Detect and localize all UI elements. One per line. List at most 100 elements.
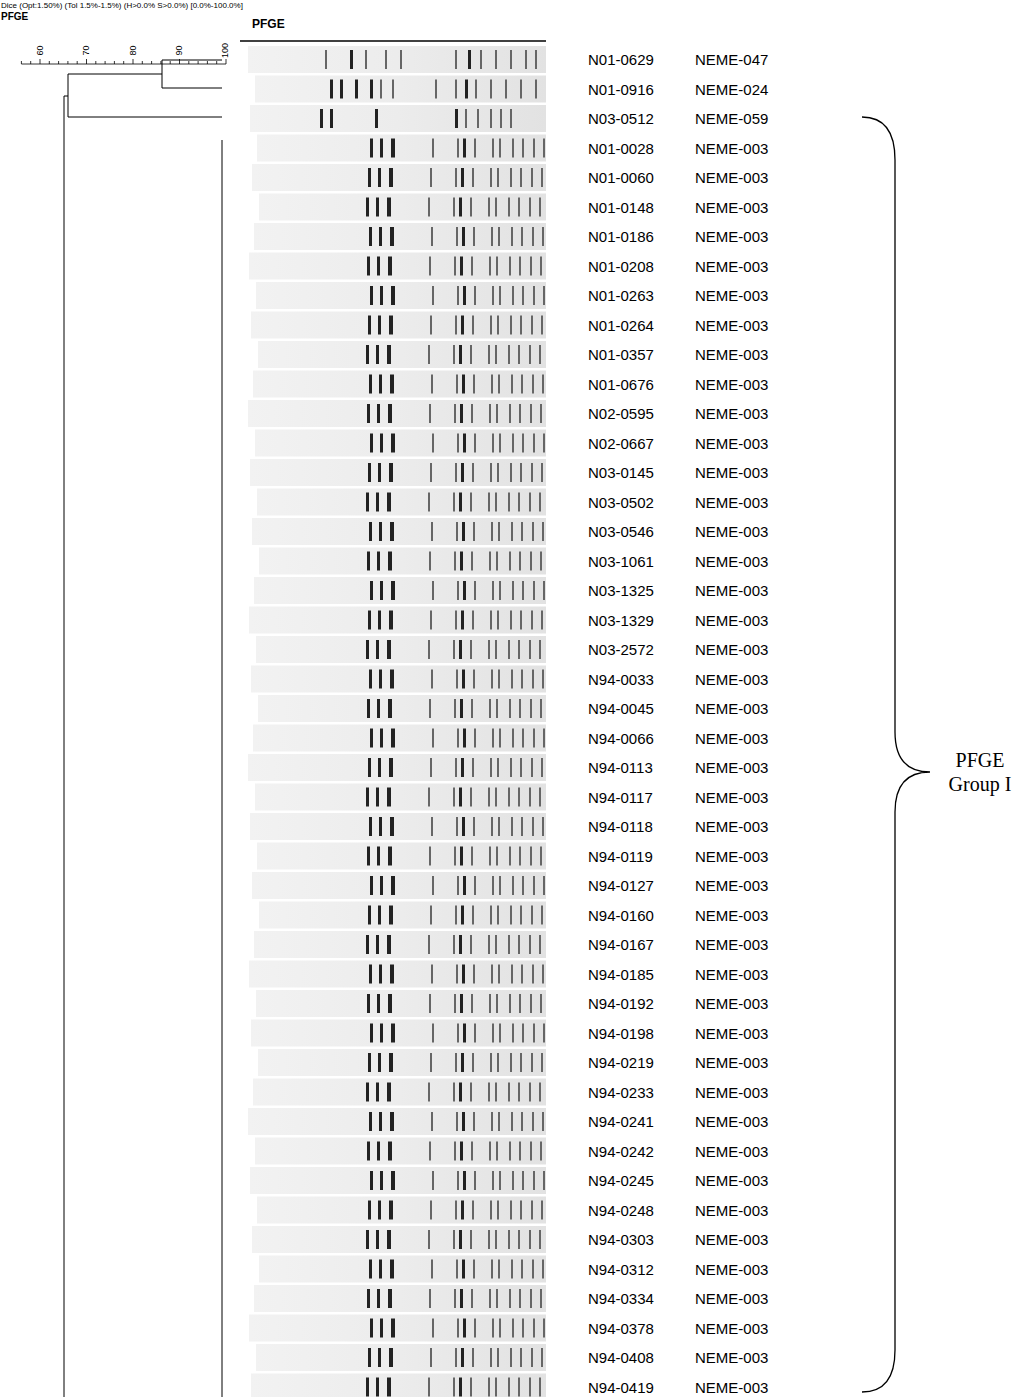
- pattern-code: NEME-003: [695, 1350, 768, 1365]
- group-label: PFGE Group I: [934, 748, 1026, 796]
- pattern-code: NEME-003: [695, 495, 768, 510]
- pattern-code: NEME-003: [695, 1232, 768, 1247]
- gel-lane: [256, 282, 546, 309]
- pattern-code: NEME-003: [695, 819, 768, 834]
- scale-number: 70: [82, 45, 91, 55]
- pattern-code: NEME-003: [695, 908, 768, 923]
- header-rule: [240, 40, 546, 42]
- gel-lane: [250, 459, 546, 486]
- isolate-id: N94-0167: [588, 937, 654, 952]
- isolate-id: N03-0502: [588, 495, 654, 510]
- pattern-code: NEME-003: [695, 760, 768, 775]
- gel-lane: [248, 754, 546, 781]
- isolate-id: N94-0033: [588, 672, 654, 687]
- gel-lane: [248, 400, 546, 427]
- pattern-code: NEME-003: [695, 318, 768, 333]
- pattern-code: NEME-024: [695, 82, 768, 97]
- isolate-id: N01-0264: [588, 318, 654, 333]
- gel-lane: [254, 223, 546, 250]
- dendrogram-lines: [64, 60, 222, 1397]
- isolate-id: N01-0148: [588, 200, 654, 215]
- isolate-id: N94-0242: [588, 1144, 654, 1159]
- pattern-code: NEME-003: [695, 613, 768, 628]
- scale-number: 100: [222, 42, 231, 57]
- column-title: PFGE: [252, 18, 285, 30]
- pattern-code: NEME-003: [695, 377, 768, 392]
- pattern-code: NEME-003: [695, 1380, 768, 1395]
- pattern-code: NEME-003: [695, 141, 768, 156]
- gel-lane: [257, 1197, 546, 1224]
- isolate-id: N94-0419: [588, 1380, 654, 1395]
- scale-number: 80: [128, 45, 137, 55]
- pattern-code: NEME-047: [695, 52, 768, 67]
- pattern-code: NEME-003: [695, 1085, 768, 1100]
- isolate-id: N94-0160: [588, 908, 654, 923]
- gel-lane: [257, 489, 546, 516]
- isolate-id: N94-0312: [588, 1262, 654, 1277]
- gel-lane: [253, 371, 546, 398]
- gel-lane: [258, 695, 546, 722]
- isolate-id: N94-0192: [588, 996, 654, 1011]
- isolate-id: N94-0303: [588, 1232, 654, 1247]
- isolate-id: N94-0045: [588, 701, 654, 716]
- isolate-id: N94-0185: [588, 967, 654, 982]
- isolate-id: N01-0060: [588, 170, 654, 185]
- column-title: PFGE: [1, 12, 28, 22]
- gel-lane: [250, 813, 546, 840]
- isolate-id: N94-0219: [588, 1055, 654, 1070]
- pattern-code: NEME-003: [695, 436, 768, 451]
- gel-lane: [258, 341, 546, 368]
- isolate-id: N01-0629: [588, 52, 654, 67]
- isolate-id: N94-0241: [588, 1114, 654, 1129]
- gel-lane: [255, 76, 546, 103]
- pattern-code: NEME-003: [695, 996, 768, 1011]
- isolate-id: N03-1329: [588, 613, 654, 628]
- pattern-code: NEME-003: [695, 937, 768, 952]
- gel-lane: [249, 253, 546, 280]
- gel-lane: [252, 1226, 546, 1253]
- isolate-id: N02-0595: [588, 406, 654, 421]
- isolate-id: N94-0408: [588, 1350, 654, 1365]
- pattern-code: NEME-003: [695, 878, 768, 893]
- gel-lane: [252, 164, 546, 191]
- gel-lane: [248, 1108, 546, 1135]
- pattern-code: NEME-059: [695, 111, 768, 126]
- gel-lane: [249, 607, 546, 634]
- pattern-code: NEME-003: [695, 701, 768, 716]
- similarity-scale: [21, 59, 226, 64]
- gel-lane: [254, 931, 546, 958]
- isolate-id: N94-0245: [588, 1173, 654, 1188]
- gel-lane: [251, 1374, 546, 1397]
- isolate-id: N01-0208: [588, 259, 654, 274]
- gel-lane: [248, 46, 546, 73]
- isolate-id: N94-0198: [588, 1026, 654, 1041]
- gel-lane: [250, 105, 546, 132]
- pattern-code: NEME-003: [695, 406, 768, 421]
- gel-lane: [256, 636, 546, 663]
- pattern-code: NEME-003: [695, 200, 768, 215]
- isolate-id: N94-0117: [588, 790, 653, 805]
- isolate-id: N01-0916: [588, 82, 654, 97]
- isolate-id: N03-1061: [588, 554, 654, 569]
- gel-lane: [252, 872, 546, 899]
- isolate-id: N94-0378: [588, 1321, 654, 1336]
- gel-lane: [249, 1315, 546, 1342]
- pattern-code: NEME-003: [695, 1321, 768, 1336]
- pattern-code: NEME-003: [695, 1291, 768, 1306]
- isolate-id: N01-0186: [588, 229, 654, 244]
- gel-lane: [255, 1138, 546, 1165]
- isolate-id: N01-0676: [588, 377, 654, 392]
- pattern-code: NEME-003: [695, 672, 768, 687]
- gel-lane: [250, 1167, 546, 1194]
- isolate-id: N03-0512: [588, 111, 654, 126]
- isolate-id: N03-1325: [588, 583, 654, 598]
- isolate-id: N03-0145: [588, 465, 654, 480]
- isolate-id: N94-0248: [588, 1203, 654, 1218]
- pattern-code: NEME-003: [695, 554, 768, 569]
- gel-lane: [259, 194, 546, 221]
- pattern-code: NEME-003: [695, 849, 768, 864]
- isolate-id: N03-2572: [588, 642, 654, 657]
- gel-lane: [256, 1344, 546, 1371]
- isolate-id: N94-0334: [588, 1291, 654, 1306]
- gel-lane: [253, 725, 546, 752]
